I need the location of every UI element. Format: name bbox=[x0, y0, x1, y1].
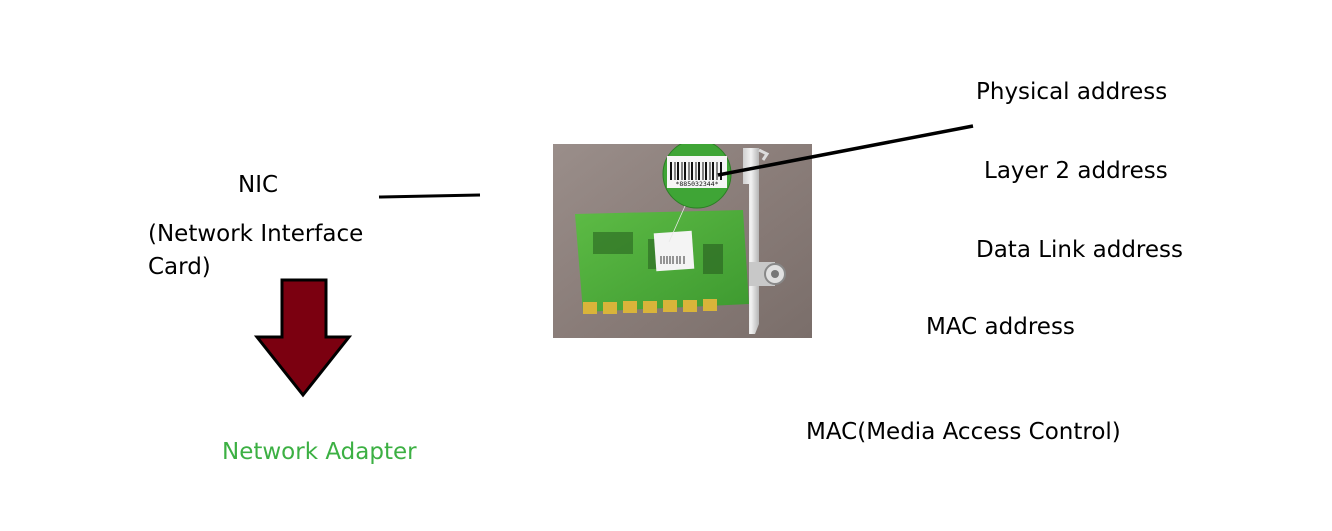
mac-full-name-label: MAC(Media Access Control) bbox=[806, 419, 1121, 445]
board-sticker bbox=[653, 230, 695, 272]
nic-label: NIC bbox=[238, 172, 279, 198]
nic-card-photo: *885032344* bbox=[553, 144, 812, 338]
layer2-address-label: Layer 2 address bbox=[984, 158, 1168, 184]
nic-full-name-label: (Network Interface Card) bbox=[148, 221, 364, 280]
mac-address-label: MAC address bbox=[926, 314, 1075, 340]
barcode-text: *885032344* bbox=[675, 180, 718, 188]
network-adapter-label: Network Adapter bbox=[222, 439, 417, 465]
bnc-connector bbox=[749, 262, 786, 286]
magnified-barcode: *885032344* bbox=[662, 144, 732, 243]
physical-address-label: Physical address bbox=[976, 79, 1168, 105]
data-link-address-label: Data Link address bbox=[976, 237, 1183, 263]
metal-bracket bbox=[743, 148, 759, 334]
nic-pointer-line bbox=[378, 193, 481, 199]
down-arrow-icon bbox=[253, 278, 353, 398]
gold-contacts bbox=[583, 299, 717, 314]
